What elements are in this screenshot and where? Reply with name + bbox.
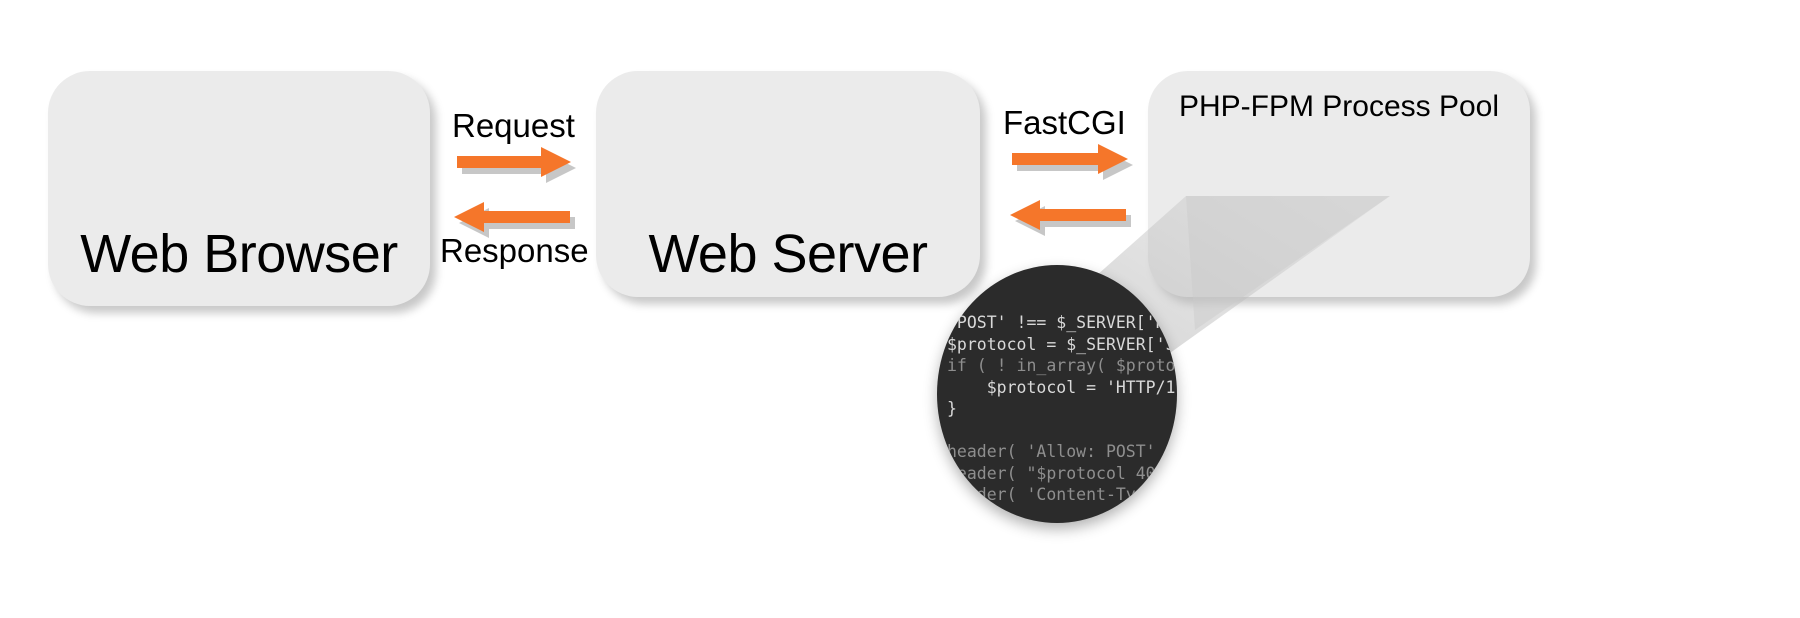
flow-label-request: Request: [452, 107, 575, 144]
code-magnifier-lens: 'POST' !== $_SERVER['REQUEST_METHOD' $pro…: [937, 265, 1177, 523]
arrow-request-right: [455, 144, 576, 186]
arrow-fastcgi-left: [1008, 197, 1133, 239]
flow-label-fastcgi: FastCGI: [1003, 104, 1126, 141]
code-line: header( "$protocol 405 Method Not A: [947, 463, 1177, 483]
code-line: $protocol = $_SERVER['SERVER_PROTOCO: [947, 334, 1177, 354]
code-line: 'POST' !== $_SERVER['REQUEST_METHOD': [947, 313, 1177, 332]
code-line: $protocol = 'HTTP/1.0';: [986, 377, 1177, 397]
node-web-browser-label: Web Browser: [80, 224, 398, 284]
arrow-response-left: [452, 199, 577, 241]
flow-label-response: Response: [440, 232, 589, 269]
node-web-server-label: Web Server: [648, 224, 928, 284]
code-line: header( 'Content-Type: text/plain' ): [947, 485, 1177, 504]
code-line: header( 'Allow: POST' );: [947, 442, 1177, 461]
code-line: if ( ! in_array( $protocol, array(: [947, 356, 1177, 375]
arrow-fastcgi-right: [1010, 141, 1135, 183]
node-web-browser[interactable]: Web Browser: [48, 71, 430, 306]
node-php-fpm-pool-label: PHP-FPM Process Pool: [1178, 90, 1500, 123]
code-line: }: [947, 399, 957, 418]
node-web-server[interactable]: Web Server: [596, 71, 980, 297]
node-php-fpm-pool[interactable]: PHP-FPM Process Pool: [1148, 71, 1530, 297]
code-line: );: [947, 506, 967, 524]
code-line: [947, 420, 1177, 442]
php-code-snippet: 'POST' !== $_SERVER['REQUEST_METHOD' $pro…: [947, 312, 1177, 523]
